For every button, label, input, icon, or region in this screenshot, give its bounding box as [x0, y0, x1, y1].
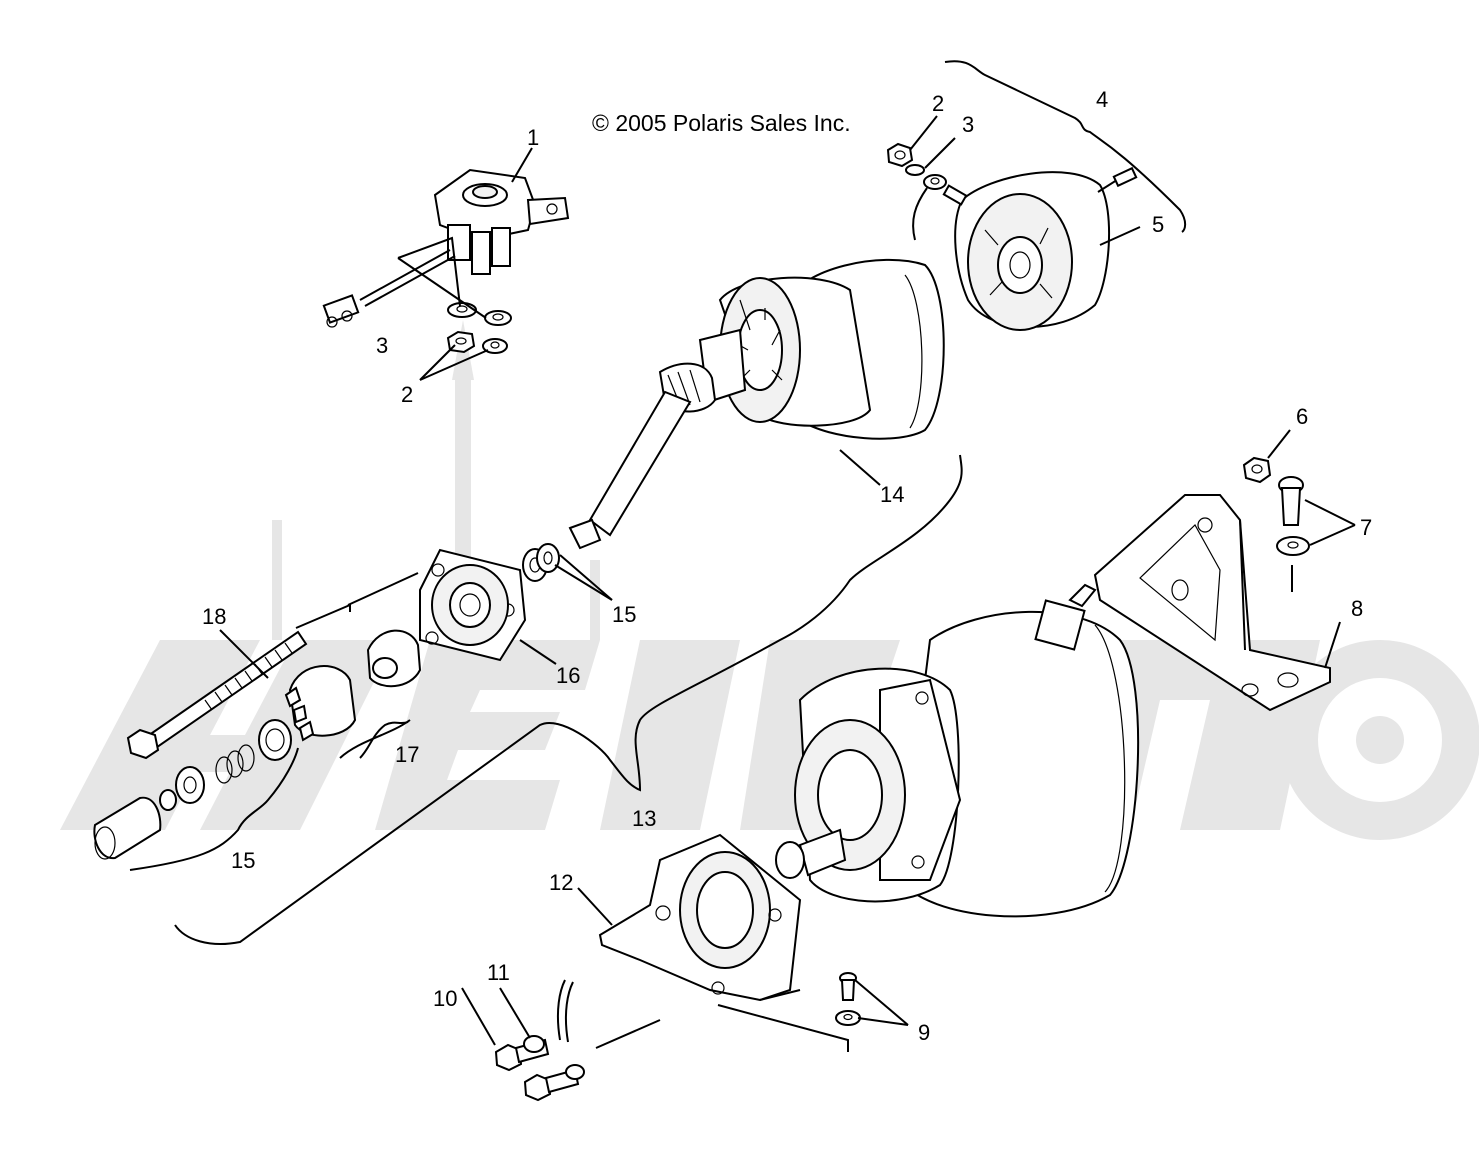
callout-6: 6 [1296, 404, 1308, 429]
part-front-plate [419, 548, 527, 662]
callout-8: 8 [1351, 596, 1363, 621]
copyright-text: © 2005 Polaris Sales Inc. [592, 110, 851, 136]
part-drive-cap [366, 629, 422, 688]
part-nut-bolt-right [1242, 456, 1310, 592]
part-mount-bracket [1093, 494, 1331, 712]
callout-13: 13 [632, 806, 656, 831]
callout-12: 12 [549, 870, 573, 895]
callout-10: 10 [433, 986, 457, 1011]
part-armature [568, 258, 945, 550]
part-washers-left [446, 302, 512, 354]
callout-2-left: 2 [401, 382, 413, 407]
callout-11: 11 [487, 960, 510, 985]
part-shaft-washers [522, 543, 560, 582]
callout-7: 7 [1360, 515, 1372, 540]
callout-9: 9 [918, 1020, 930, 1045]
part-solenoid [322, 168, 570, 328]
part-motor-assembly [775, 583, 1140, 918]
part-lower-bracket [598, 833, 802, 1002]
callout-15-lower: 15 [231, 848, 255, 873]
callout-3-top: 3 [962, 112, 974, 137]
callout-15-upper: 15 [612, 602, 636, 627]
part-bolt-9 [835, 972, 861, 1026]
part-drive-gear [93, 665, 357, 860]
callout-16: 16 [556, 663, 580, 688]
part-bolts-10-11 [494, 979, 585, 1102]
callout-4: 4 [1096, 87, 1108, 112]
callout-1: 1 [527, 125, 539, 150]
callout-3-left: 3 [376, 333, 388, 358]
callout-5: 5 [1152, 212, 1164, 237]
callout-2-top: 2 [932, 91, 944, 116]
callout-14: 14 [880, 482, 904, 507]
leader-lines [129, 60, 1356, 1052]
part-end-cap [886, 142, 1138, 331]
callout-18: 18 [202, 604, 226, 629]
callout-labels: 1 3 2 4 2 3 5 6 7 8 14 15 16 18 17 13 15… [202, 87, 1372, 1045]
callout-17: 17 [395, 742, 419, 767]
